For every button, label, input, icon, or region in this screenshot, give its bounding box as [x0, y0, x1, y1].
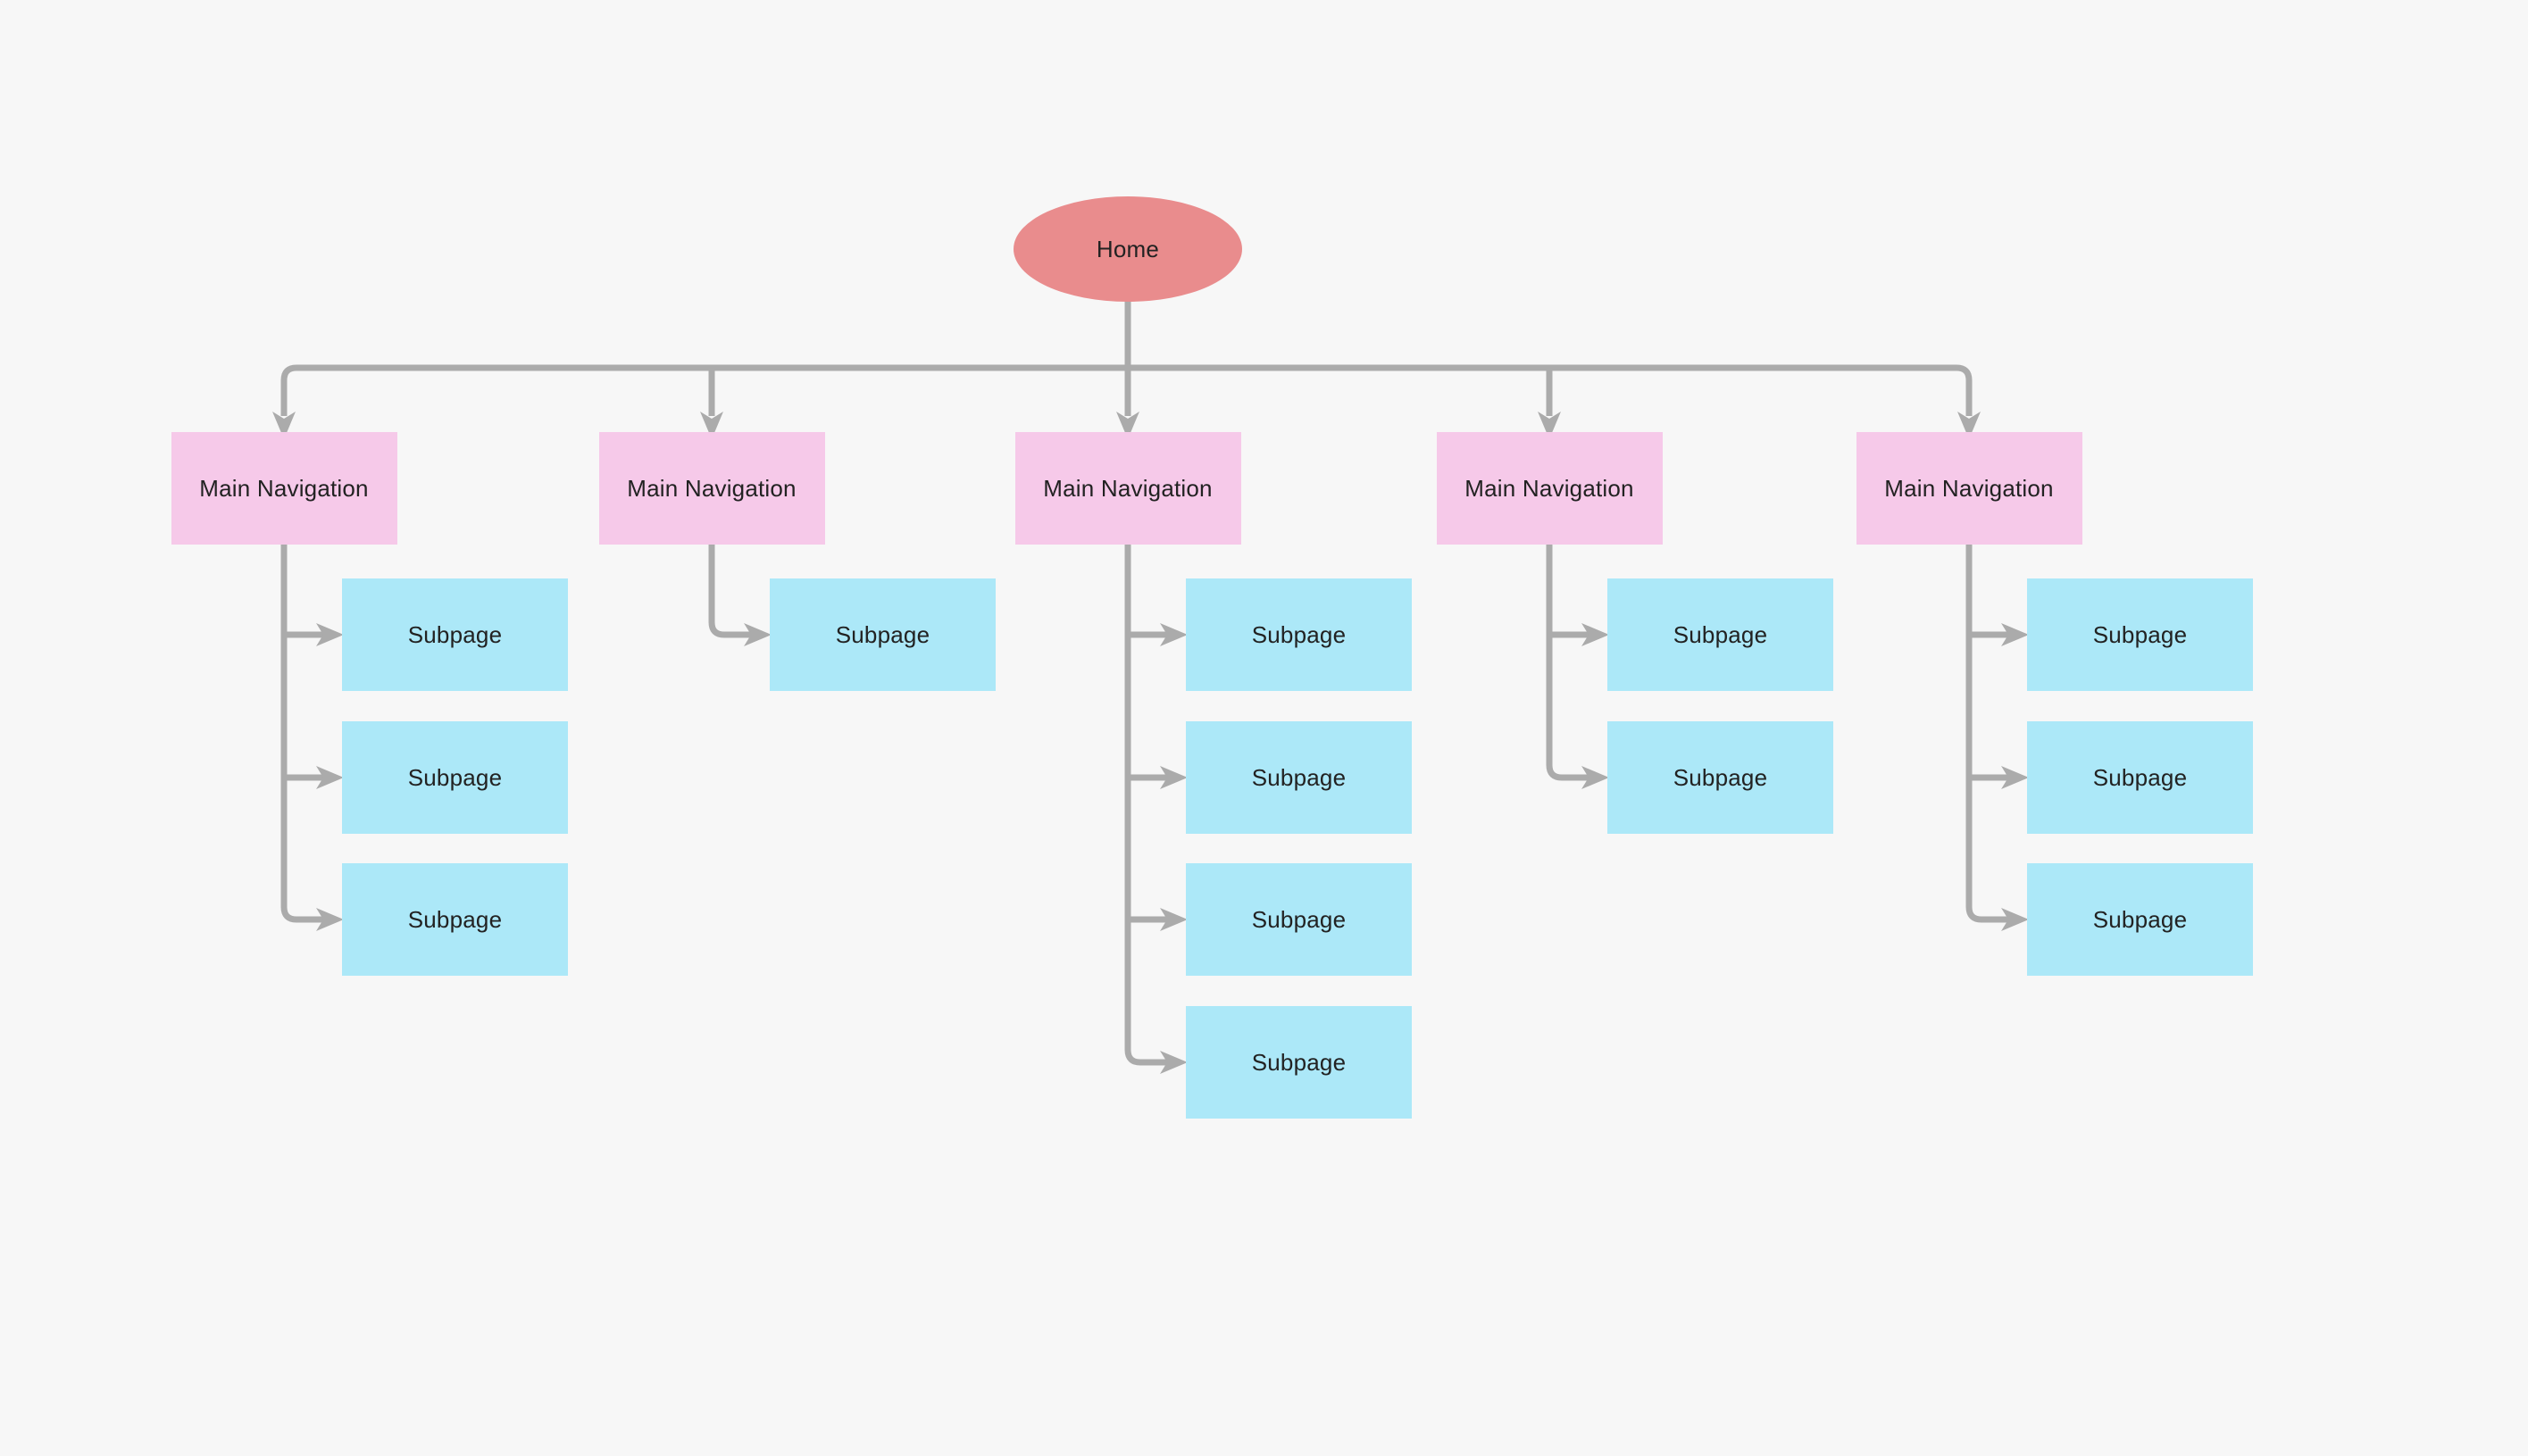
main-nav-node[interactable]: Main Navigation [1856, 432, 2082, 545]
subpage-label: Subpage [835, 620, 930, 648]
connector-main-bus [280, 364, 1973, 416]
subpage-node[interactable]: Subpage [2027, 578, 2253, 691]
subpage-node[interactable]: Subpage [2027, 863, 2253, 976]
subpage-label: Subpage [407, 763, 503, 791]
connector-stem-2 [1124, 545, 1168, 1066]
subpage-label: Subpage [1251, 620, 1347, 648]
subpage-node[interactable]: Subpage [342, 578, 568, 691]
arrowhead-right-0-1 [316, 766, 344, 789]
subpage-node[interactable]: Subpage [1186, 721, 1412, 834]
main-nav-label: Main Navigation [199, 474, 369, 502]
subpage-node[interactable]: Subpage [342, 863, 568, 976]
subpage-node[interactable]: Subpage [770, 578, 996, 691]
connector-stem-3 [1546, 545, 1589, 781]
subpage-node[interactable]: Subpage [1607, 578, 1833, 691]
arrowhead-down-2 [1116, 412, 1139, 439]
arrowhead-right-3-1 [1581, 766, 1609, 789]
arrowhead-right-4-0 [2001, 623, 2029, 646]
arrowhead-down-0 [272, 412, 296, 439]
arrowhead-right-2-0 [1160, 623, 1188, 646]
home-label: Home [1096, 235, 1160, 262]
subpage-node[interactable]: Subpage [1186, 863, 1412, 976]
arrowhead-right-2-2 [1160, 908, 1188, 931]
arrowhead-right-3-0 [1581, 623, 1609, 646]
main-nav-node[interactable]: Main Navigation [598, 432, 825, 545]
subpage-label: Subpage [1673, 620, 1768, 648]
main-nav-label: Main Navigation [1464, 474, 1634, 502]
subpage-node[interactable]: Subpage [1186, 578, 1412, 691]
subpage-node[interactable]: Subpage [342, 721, 568, 834]
subpage-label: Subpage [1673, 763, 1768, 791]
subpage-label: Subpage [2092, 763, 2188, 791]
subpage-label: Subpage [1251, 905, 1347, 933]
subpage-label: Subpage [407, 905, 503, 933]
connector-stem-0 [280, 545, 324, 923]
main-nav-node[interactable]: Main Navigation [1436, 432, 1663, 545]
connector-stem-1 [708, 545, 752, 638]
arrowhead-down-4 [1957, 412, 1981, 439]
main-nav-node[interactable]: Main Navigation [171, 432, 397, 545]
arrowhead-right-4-2 [2001, 908, 2029, 931]
subpage-label: Subpage [1251, 763, 1347, 791]
main-nav-label: Main Navigation [627, 474, 797, 502]
arrowhead-right-0-2 [316, 908, 344, 931]
arrowhead-right-4-1 [2001, 766, 2029, 789]
main-nav-label: Main Navigation [1884, 474, 2054, 502]
subpage-label: Subpage [2092, 620, 2188, 648]
subpage-node[interactable]: Subpage [1607, 721, 1833, 834]
arrowhead-right-0-0 [316, 623, 344, 646]
connector-stem-4 [1965, 545, 2009, 923]
subpage-node[interactable]: Subpage [2027, 721, 2253, 834]
home-node[interactable]: Home [1014, 196, 1242, 302]
arrowhead-down-3 [1538, 412, 1561, 439]
arrowhead-right-2-3 [1160, 1051, 1188, 1074]
subpage-label: Subpage [407, 620, 503, 648]
arrowhead-right-2-1 [1160, 766, 1188, 789]
main-nav-label: Main Navigation [1043, 474, 1213, 502]
arrowhead-right-1-0 [744, 623, 772, 646]
subpage-label: Subpage [1251, 1048, 1347, 1076]
subpage-node[interactable]: Subpage [1186, 1006, 1412, 1119]
subpage-label: Subpage [2092, 905, 2188, 933]
main-nav-node[interactable]: Main Navigation [1014, 432, 1241, 545]
arrowhead-down-1 [700, 412, 723, 439]
